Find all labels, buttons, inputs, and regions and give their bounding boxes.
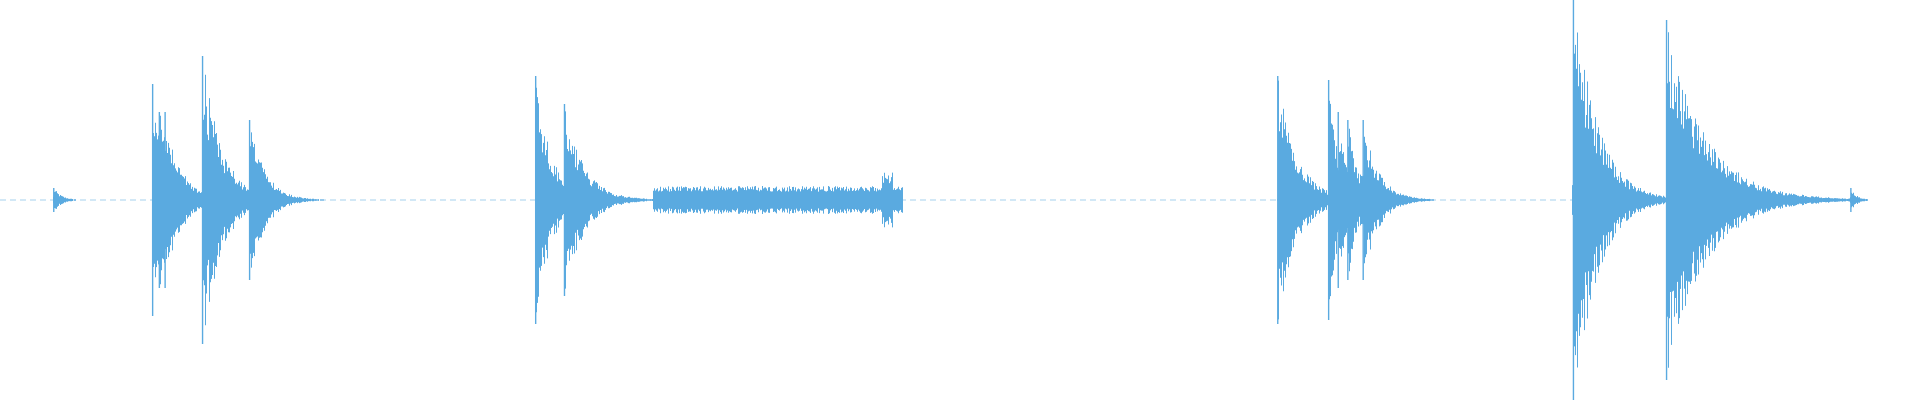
waveform-samples [53,0,1868,400]
